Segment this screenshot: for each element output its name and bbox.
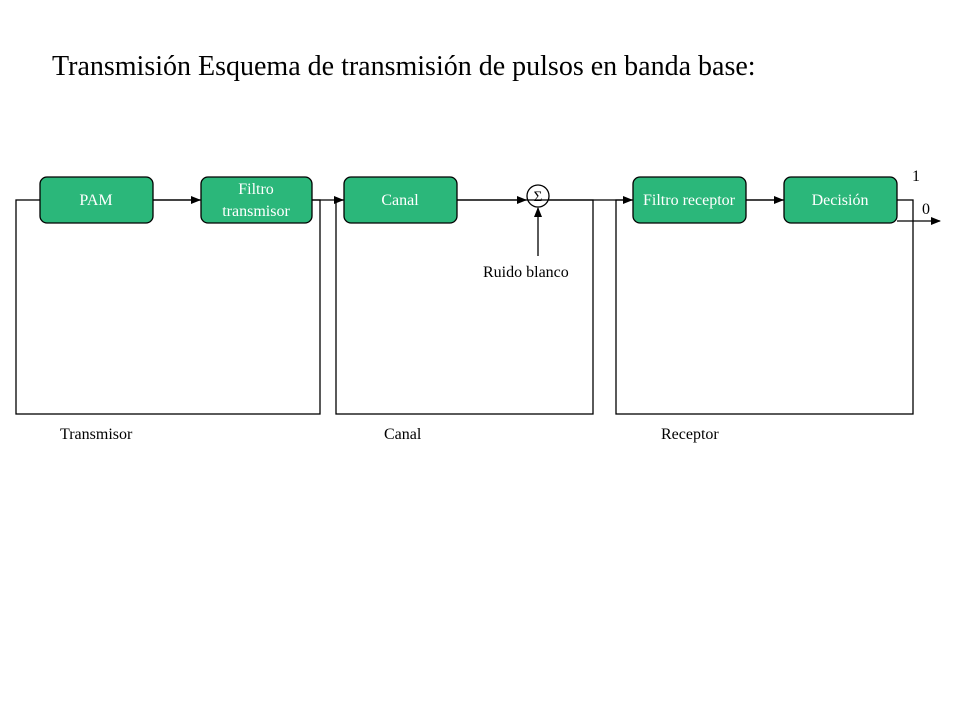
canal-section-frame bbox=[335, 199, 594, 415]
canal-block-label: Canal bbox=[381, 192, 419, 209]
decision-block-label: Decisión bbox=[812, 192, 869, 209]
output-one-label: 1 bbox=[912, 168, 920, 185]
transmisor-section-label: Transmisor bbox=[60, 426, 133, 443]
pam-block-label: PAM bbox=[79, 192, 112, 209]
filtro-transmisor-label-line1: Filtro bbox=[238, 181, 274, 198]
filtro-receptor-label: Filtro receptor bbox=[643, 192, 736, 209]
decision-block bbox=[783, 176, 898, 224]
sumador-symbol: Σ bbox=[534, 189, 543, 205]
output-zero-label: 0 bbox=[922, 201, 930, 218]
receptor-section-frame bbox=[615, 199, 914, 415]
filtro-transmisor-label-line2: transmisor bbox=[222, 203, 290, 220]
diagram-title: Transmisión Esquema de transmisión de pu… bbox=[52, 51, 756, 82]
ruido-blanco-label: Ruido blanco bbox=[483, 264, 569, 281]
canal-section-label: Canal bbox=[384, 426, 422, 443]
transmisor-section-frame bbox=[15, 199, 321, 415]
receptor-section-label: Receptor bbox=[661, 426, 719, 443]
